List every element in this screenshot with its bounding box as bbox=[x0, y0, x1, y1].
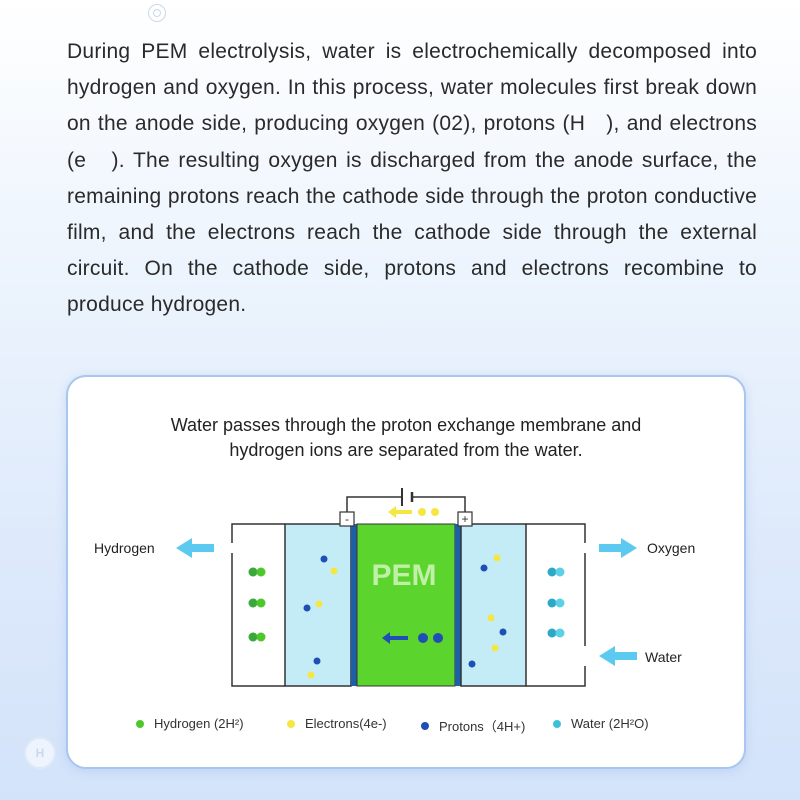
water-dot-icon bbox=[553, 719, 561, 728]
legend-label: Electrons(4e-) bbox=[305, 716, 387, 731]
diagram-title: Water passes through the proton exchange… bbox=[68, 413, 744, 463]
hydrogen-label: Hydrogen bbox=[94, 540, 155, 556]
hydrogen-dot-icon bbox=[136, 719, 144, 728]
anode-gas-chamber bbox=[526, 523, 586, 687]
anode-electrode-strip bbox=[455, 524, 461, 686]
water-inlet-arrow bbox=[599, 646, 637, 666]
diagram-card: Water passes through the proton exchange… bbox=[66, 375, 746, 769]
svg-text:-: - bbox=[345, 512, 349, 526]
pem-label: PEM bbox=[371, 559, 436, 592]
oxygen-label: Oxygen bbox=[647, 540, 695, 556]
svg-text:+: + bbox=[461, 512, 468, 526]
proton-dot-icon bbox=[421, 721, 429, 730]
cathode-gas-chamber bbox=[231, 523, 285, 687]
brand-logo-icon: H bbox=[24, 737, 56, 769]
oxygen-outlet-arrow bbox=[599, 538, 637, 558]
diagram-title-line-1: Water passes through the proton exchange… bbox=[170, 415, 642, 435]
legend-item-electrons: Electrons(4e-) bbox=[287, 716, 387, 731]
anode-chamber bbox=[460, 523, 527, 687]
legend-label: Protons（4H+) bbox=[439, 719, 526, 734]
legend-item-water: Water (2H²O) bbox=[553, 716, 649, 731]
negative-terminal: - bbox=[339, 511, 355, 527]
anode-particles bbox=[468, 554, 507, 668]
diagram-title-line-2: hydrogen ions are separated from the wat… bbox=[229, 440, 583, 460]
cathode-electrode-strip bbox=[351, 524, 357, 686]
legend-item-hydrogen: Hydrogen (2H²) bbox=[136, 716, 244, 731]
logo-letter: H bbox=[35, 746, 45, 760]
water-label: Water bbox=[645, 649, 682, 665]
proton-flow-arrow bbox=[382, 632, 443, 644]
decorative-bubble bbox=[148, 4, 166, 22]
hydrogen-outlet-arrow bbox=[176, 538, 214, 558]
intro-text-block: During PEM electrolysis, water is electr… bbox=[67, 34, 757, 324]
electron-flow-arrow bbox=[388, 506, 439, 518]
legend-item-protons: Protons（4H+) bbox=[421, 716, 525, 735]
intro-paragraph: During PEM electrolysis, water is electr… bbox=[67, 40, 757, 317]
external-circuit bbox=[346, 488, 466, 512]
legend-label: Water (2H²O) bbox=[571, 716, 649, 731]
pem-membrane bbox=[356, 523, 456, 687]
water-molecules bbox=[547, 567, 565, 638]
cathode-particles bbox=[303, 555, 338, 679]
hydrogen-molecules bbox=[248, 567, 266, 642]
electron-dot-icon bbox=[287, 719, 295, 728]
legend-label: Hydrogen (2H²) bbox=[154, 716, 244, 731]
positive-terminal: + bbox=[457, 511, 473, 527]
